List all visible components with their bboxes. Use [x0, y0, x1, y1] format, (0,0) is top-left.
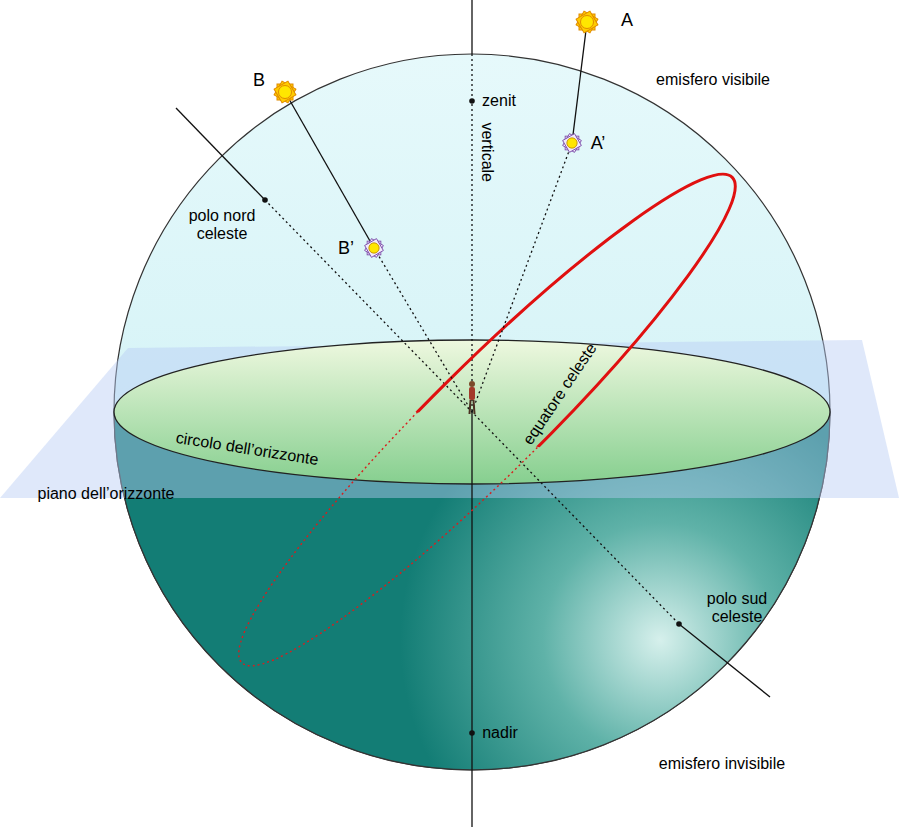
horizon-plane [0, 340, 899, 498]
north-pole-dot [262, 197, 268, 203]
point-label: nadir [482, 724, 518, 742]
celestial-equator [203, 138, 771, 702]
celestial-equator-hidden [203, 138, 771, 702]
star-letter: A’ [591, 133, 606, 154]
observer-figure [469, 381, 475, 414]
point-label: polo nord celeste [177, 207, 267, 244]
region-label: emisfero visibile [656, 71, 770, 89]
point-label: zenit [482, 92, 516, 110]
vertical-line [471, 0, 472, 54]
vertical-line [471, 412, 472, 827]
star-symbol [274, 81, 296, 103]
south-pole-dot [676, 621, 682, 627]
plane-label: piano dell’orizzonte [38, 485, 175, 503]
star-letter: B [253, 70, 265, 91]
nadir-dot [469, 730, 475, 736]
zenith-dot [469, 98, 475, 104]
light-ray [285, 92, 374, 248]
point-label: polo sud celeste [697, 590, 777, 627]
polar-axis [679, 624, 770, 697]
polar-axis [265, 200, 679, 624]
apparent-direction [472, 143, 572, 412]
polar-axis [176, 108, 265, 200]
projected-star-symbol [563, 134, 582, 153]
star-letter: A [621, 10, 633, 31]
star-symbol [576, 11, 598, 33]
light-ray [572, 22, 587, 143]
region-label: emisfero invisibile [659, 755, 785, 773]
star-letter: B’ [338, 238, 354, 259]
apparent-direction [374, 248, 472, 412]
axis-label: verticale [478, 122, 496, 182]
projected-star-symbol [365, 239, 384, 258]
